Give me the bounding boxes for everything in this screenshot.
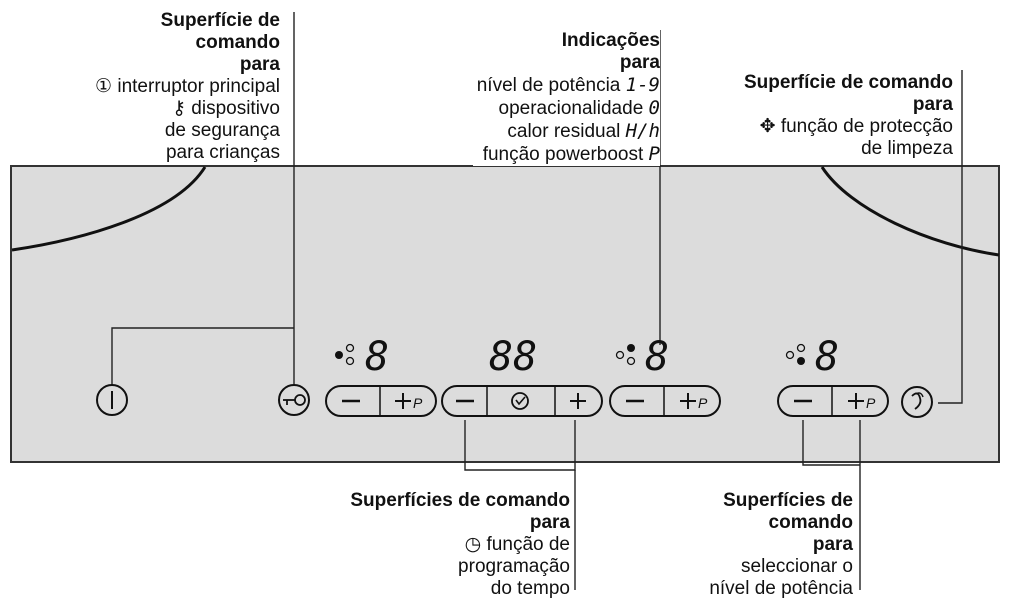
cleaning-protection-icon[interactable] (901, 386, 933, 418)
label-item: para crianças (165, 142, 280, 163)
label-item: operacionalidade (498, 98, 644, 119)
svg-text:P: P (866, 395, 876, 411)
cooktop-panel (10, 165, 1000, 463)
label-item: calor residual (507, 121, 621, 142)
label-item: função de (486, 534, 570, 555)
label-item: de limpeza (861, 138, 953, 159)
child-lock-key-icon[interactable] (278, 384, 310, 416)
label-title-line: Superfícies de (723, 490, 853, 511)
code-operational: 0 (648, 97, 660, 119)
svg-text:P: P (698, 395, 708, 411)
zone2-controls[interactable]: P (609, 385, 721, 417)
right-cooking-zone-arc (820, 166, 1000, 257)
label-item: ① interruptor principal (95, 76, 280, 97)
label-title-line: Superfície de comando (743, 72, 953, 93)
svg-text:P: P (413, 395, 423, 411)
main-switch-icon[interactable] (96, 384, 128, 416)
label-item: nível de potência (709, 578, 853, 599)
label-power-level-controls: Superfícies de comando para seleccionar … (705, 490, 853, 600)
zone1-controls[interactable]: P (325, 385, 437, 417)
zone3-indicator-dots (785, 343, 806, 365)
label-title-line: para (912, 94, 953, 115)
label-title-line: para (619, 52, 660, 73)
label-timer-controls: Superfícies de comando para ◷ função de … (346, 490, 570, 600)
cleaning-small-icon: ✥ (759, 116, 776, 137)
zone2-indicator-dots (615, 344, 636, 366)
timer-controls[interactable] (441, 385, 603, 417)
zone1-indicator-dots (335, 343, 355, 366)
label-indications: Indicações para nível de potência 1-9 op… (472, 30, 660, 166)
left-cooking-zone-arc (11, 166, 207, 252)
zone3-controls[interactable]: P (777, 385, 889, 417)
label-title-line: para (239, 54, 280, 75)
code-residual-heat: H/h (625, 120, 660, 142)
label-item: programação (458, 556, 570, 577)
label-title-line: comando (195, 32, 280, 53)
label-cleaning-protection: Superfície de comando para ✥ função de p… (739, 72, 953, 160)
label-item: seleccionar o (741, 556, 853, 577)
label-item: nível de potência (476, 75, 621, 96)
code-powerboost: P (648, 143, 660, 165)
zone2-display: 8 (645, 334, 669, 380)
timer-small-icon: ◷ (464, 534, 482, 555)
label-title-line: para (529, 512, 570, 533)
label-item: do tempo (490, 578, 570, 599)
label-title-line: Superfície de (160, 10, 280, 31)
timer-display: 88 (489, 334, 537, 380)
label-title-line: Indicações (561, 30, 660, 51)
label-main-switch-child-lock: Superfície de comando para ① interruptor… (91, 10, 280, 164)
label-item: função de protecção (780, 116, 953, 137)
label-title-line: comando (768, 512, 853, 533)
label-item: função powerboost (482, 144, 644, 165)
code-power-level: 1-9 (625, 74, 660, 96)
label-title-line: Superfícies de comando (350, 490, 570, 511)
zone3-display: 8 (815, 334, 839, 380)
zone1-display: 8 (365, 334, 389, 380)
label-title-line: para (812, 534, 853, 555)
label-item: ⚷ dispositivo (172, 98, 280, 119)
label-item: de segurança (164, 120, 280, 141)
